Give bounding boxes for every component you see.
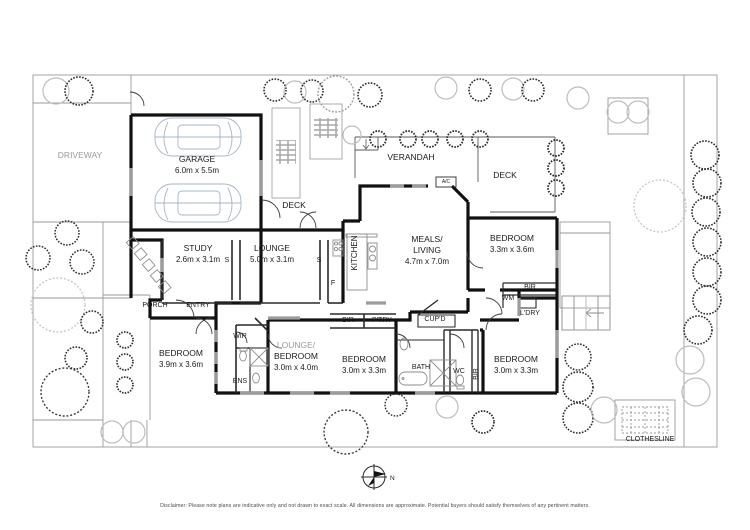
label-bir-1: BIR [342,317,354,324]
label-s-1: S [225,257,230,264]
stairs-fixture [561,295,611,331]
label-ldry: L'DRY [520,310,540,317]
room-label-deck-left: DECK [282,200,306,210]
site-boundary [32,74,718,448]
room-dimensions: 3.3m x 3.6m [490,245,534,254]
room-label-bed-mid: LOUNGE/BEDROOM 3.0m x 4.0m [274,340,318,372]
label-ens: ENS [233,378,248,385]
door-swings [129,91,503,349]
room-label-bed-ne: BEDROOM 3.3m x 3.6m [490,233,534,254]
room-label-bed-sw: BEDROOM 3.9m x 3.6m [159,348,203,369]
compass-rose: N [361,464,395,490]
label-clothesline: CLOTHESLINE [626,436,675,443]
label-ptry: P'TRY [372,317,392,324]
room-label-lounge: LOUNGE 5.0m x 3.1m [250,243,294,264]
room-dimensions: 3.0m x 3.3m [494,366,538,375]
label-wm: WM [502,295,515,302]
label-bir-2: BIR [473,368,480,380]
room-name: GARAGE [179,154,216,164]
bathroom-fixtures [398,337,465,390]
room-dimensions: 2.6m x 3.1m [176,255,220,264]
label-entry: ENTRY [186,302,210,309]
room-name: BEDROOM [494,354,538,364]
room-dimensions: 3.0m x 4.0m [274,363,318,372]
room-name: KITCHEN [350,235,359,270]
compass-label: N [390,475,395,482]
room-name: LOUNGE [254,243,290,253]
room-name: BEDROOM [342,354,386,364]
room-name: BEDROOM [274,351,318,361]
car-fixture [154,117,242,223]
room-name: BEDROOM [159,348,203,358]
small-label-group: PORCH ENTRY WIR ENS BIR P'TRY CUP'D BATH WC BIR BI… [142,179,674,443]
label-bir-3: BIR [524,284,536,291]
room-name-prefix: LOUNGE/ [277,340,316,350]
room-label-driveway: DRIVEWAY [58,150,103,160]
room-dimensions: 5.0m x 3.1m [250,255,294,264]
room-label-deck-right: DECK [493,170,517,180]
room-name: DRIVEWAY [58,150,103,160]
kitchen-fixtures [332,233,378,291]
label-wir: WIR [233,333,247,340]
label-boxes [435,176,457,188]
label-wc: WC [453,368,465,375]
label-cupd: CUP'D [424,316,445,323]
label-bath: BATH [412,364,430,371]
room-label-verandah: VERANDAH [387,152,434,162]
room-label-study: STUDY 2.6m x 3.1m [176,243,220,264]
room-label-meals: MEALS/LIVING 4.7m x 7.0m [405,234,449,266]
ensuite-fixtures [239,347,269,384]
garden-beds [271,103,343,199]
label-s-2: S [317,257,322,264]
room-label-kitchen: KITCHEN [350,235,359,270]
room-dimensions: 3.0m x 3.3m [342,366,386,375]
room-dimensions: 4.7m x 7.0m [405,257,449,266]
label-porch: PORCH [142,302,167,309]
room-name-line2: LIVING [413,245,441,255]
room-label-bed-s: BEDROOM 3.0m x 3.3m [342,354,386,375]
room-name: STUDY [184,243,213,253]
disclaimer-text: Disclaimer: Please note plans are indica… [160,503,590,509]
label-f-1: F [331,280,335,287]
room-label-garage: GARAGE 6.0m x 5.5m [175,154,219,175]
study-fixtures [125,236,172,295]
room-name: BEDROOM [490,233,534,243]
room-dimensions: 3.9m x 3.6m [159,360,203,369]
room-name: DECK [493,170,517,180]
room-name: MEALS/ [411,234,443,244]
window-openings [129,160,559,395]
room-name: DECK [282,200,306,210]
label-ac: A/C [442,179,451,185]
room-dimensions: 6.0m x 5.5m [175,166,219,175]
room-name: VERANDAH [387,152,434,162]
room-label-bed-se: BEDROOM 3.0m x 3.3m [494,354,538,375]
tree-canopies [25,75,722,455]
